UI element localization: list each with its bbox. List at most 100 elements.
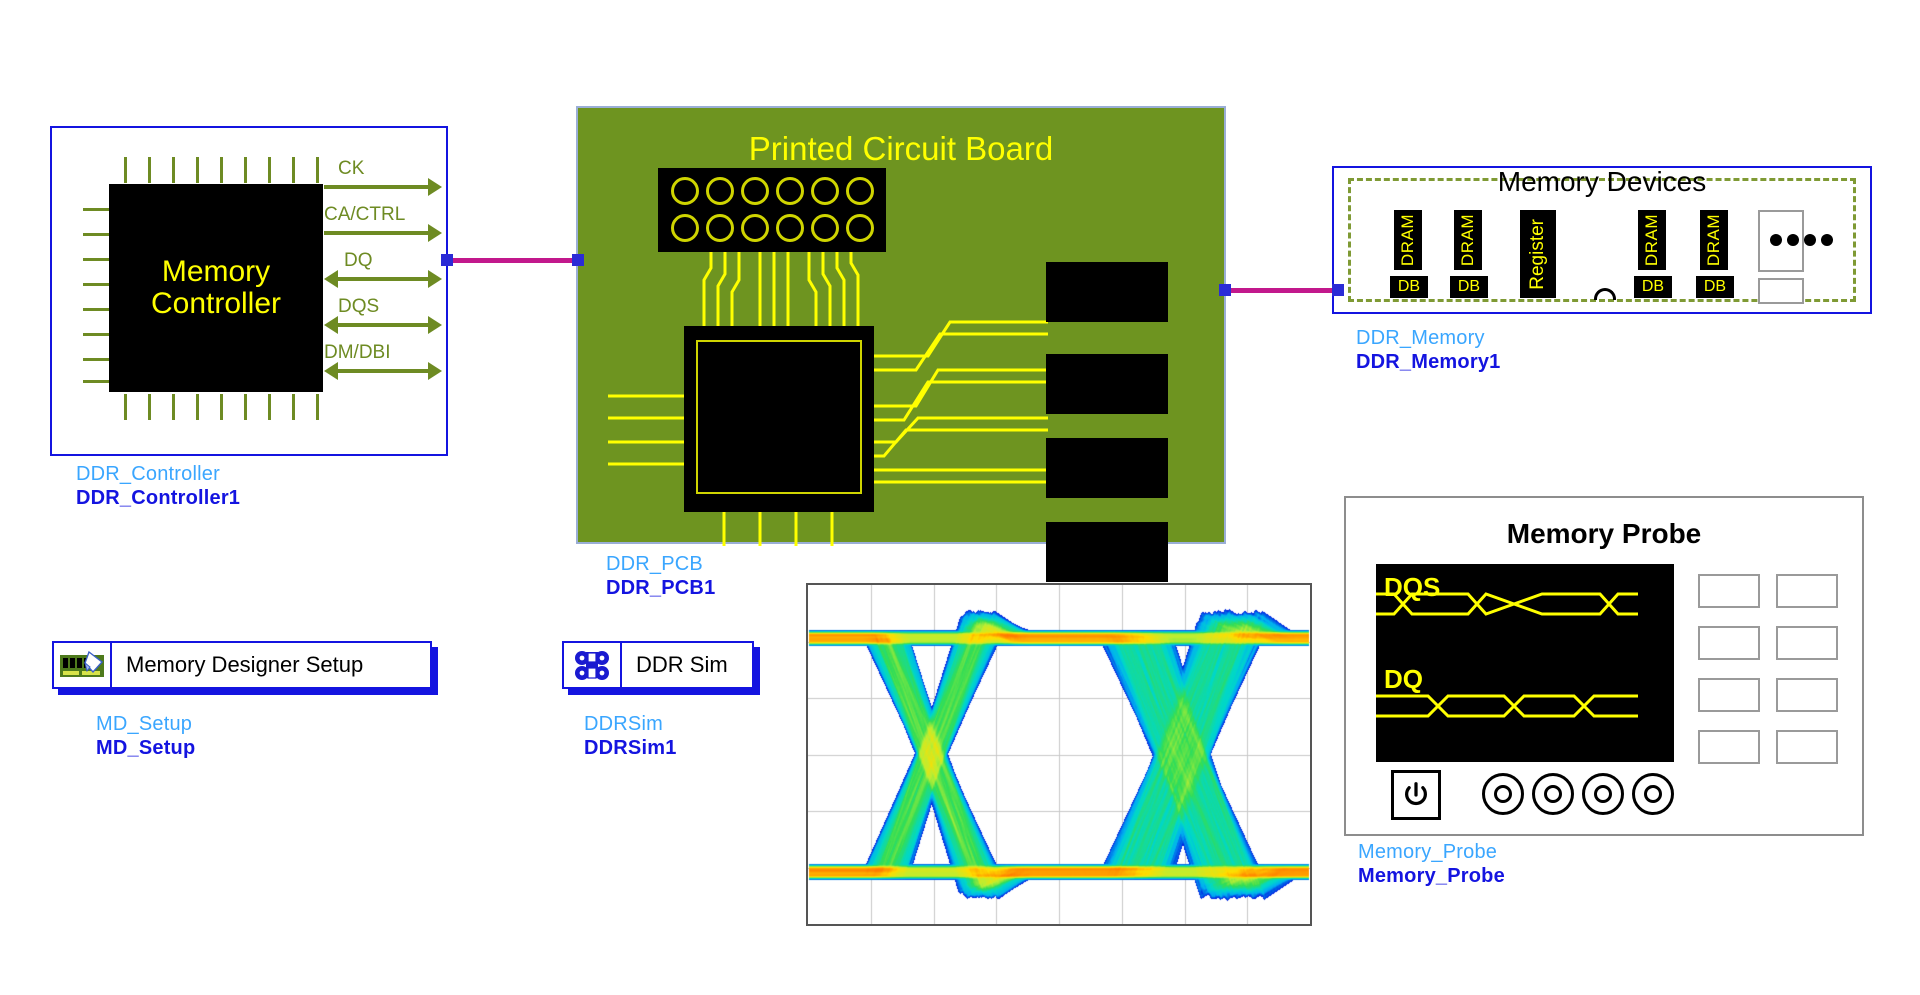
die-label-line2: Controller	[150, 287, 282, 320]
controller-pin-bottom	[148, 394, 151, 420]
net-node[interactable]	[1219, 284, 1231, 296]
probe-button[interactable]	[1776, 626, 1838, 660]
setup-type-label: MD_Setup	[96, 713, 193, 735]
net-controller-to-pcb[interactable]	[447, 258, 579, 263]
dram-package: DRAM	[1454, 210, 1482, 270]
placeholder-device-sub	[1758, 278, 1804, 304]
dram-package: DRAM	[1394, 210, 1422, 270]
signal-label: CK	[338, 158, 365, 179]
power-icon	[1405, 782, 1427, 806]
controller-pin-top	[196, 157, 199, 183]
waveform-traces	[1376, 592, 1638, 718]
ddr-pcb-symbol[interactable]: Printed Circuit Board	[576, 106, 1226, 582]
net-node[interactable]	[441, 254, 453, 266]
eye-diagram-canvas	[808, 585, 1310, 924]
db-package: DB	[1634, 276, 1672, 298]
pcb-via	[776, 214, 804, 242]
probe-knob[interactable]	[1482, 773, 1524, 815]
pcb-type-label: DDR_PCB	[606, 553, 703, 575]
controller-pin-left	[83, 380, 109, 383]
probe-button[interactable]	[1698, 574, 1760, 608]
dram-label: DRAM	[1704, 213, 1723, 267]
pcb-title: Printed Circuit Board	[748, 130, 1054, 167]
register-label: Register	[1527, 218, 1548, 290]
signal-label: DQ	[344, 250, 373, 271]
memory-probe-symbol[interactable]: Memory Probe DQS DQ	[1344, 496, 1864, 836]
net-pcb-to-memory[interactable]	[1225, 288, 1339, 293]
db-label: DB	[1641, 278, 1665, 295]
probe-button[interactable]	[1776, 574, 1838, 608]
pcb-via	[811, 177, 839, 205]
controller-pin-top	[292, 157, 295, 183]
ddr-controller-labels: DDR_Controller DDR_Controller1	[76, 462, 240, 511]
gear-cluster-icon	[564, 643, 622, 687]
controller-pin-top	[148, 157, 151, 183]
controller-pin-bottom	[268, 394, 271, 420]
dram-label: DRAM	[1642, 213, 1661, 267]
controller-pin-top	[316, 157, 319, 183]
arrow-head-right	[428, 178, 442, 196]
probe-knob[interactable]	[1632, 773, 1674, 815]
net-node[interactable]	[1332, 284, 1344, 296]
controller-pin-left	[83, 283, 109, 286]
dram-label: DRAM	[1458, 213, 1477, 267]
memory-devices-outline	[1348, 178, 1856, 302]
power-button[interactable]	[1391, 770, 1441, 820]
memory-type-label: DDR_Memory	[1356, 327, 1485, 349]
controller-pin-bottom	[292, 394, 295, 420]
net-node[interactable]	[572, 254, 584, 266]
controller-instance-label: DDR_Controller1	[76, 487, 241, 510]
probe-knob[interactable]	[1582, 773, 1624, 815]
setup-instance-label: MD_Setup	[96, 737, 196, 760]
db-package: DB	[1390, 276, 1428, 298]
arrow-head-right	[428, 270, 442, 288]
dimm-module-icon	[54, 643, 112, 687]
ddr-pcb-labels: DDR_PCB DDR_PCB1	[606, 552, 715, 601]
signal-dq: DQ	[324, 250, 442, 292]
probe-button[interactable]	[1698, 678, 1760, 712]
pcb-via	[741, 177, 769, 205]
probe-button[interactable]	[1698, 626, 1760, 660]
probe-type-label: Memory_Probe	[1358, 841, 1498, 863]
signal-label: CA/CTRL	[324, 204, 406, 225]
pcb-via	[706, 177, 734, 205]
controller-pin-left	[83, 208, 109, 211]
signal-ca-ctrl: CA/CTRL	[324, 204, 442, 246]
controller-pin-bottom	[196, 394, 199, 420]
db-label: DB	[1457, 278, 1481, 295]
controller-pin-left	[83, 358, 109, 361]
ddr-sim-button[interactable]: DDR Sim	[562, 641, 754, 689]
arrow-head-left	[324, 316, 338, 334]
probe-button[interactable]	[1776, 678, 1838, 712]
ddr-sim-labels: DDRSim DDRSim1	[584, 712, 677, 761]
memory-probe-title: Memory Probe	[1506, 518, 1702, 549]
controller-pin-bottom	[244, 394, 247, 420]
arrow-head-right	[428, 316, 442, 334]
controller-pin-top	[268, 157, 271, 183]
db-label: DB	[1397, 278, 1421, 295]
pcb-pad	[1046, 262, 1168, 322]
ddr-controller-symbol[interactable]: Memory Controller CK CA/CTRL DQ	[50, 126, 448, 456]
controller-pin-top	[244, 157, 247, 183]
probe-knob[interactable]	[1532, 773, 1574, 815]
probe-button[interactable]	[1776, 730, 1838, 764]
dram-label: DRAM	[1398, 213, 1417, 267]
pcb-via	[706, 214, 734, 242]
controller-type-label: DDR_Controller	[76, 463, 220, 485]
controller-pin-left	[83, 333, 109, 336]
controller-pin-bottom	[316, 394, 319, 420]
ddr-memory-symbol[interactable]: Memory Devices DRAM DB DRAM DB Register …	[1332, 166, 1872, 314]
signal-dqs: DQS	[324, 296, 442, 338]
arrow-head-left	[324, 362, 338, 380]
eye-diagram-plot[interactable]	[806, 583, 1312, 926]
pcb-pad	[1046, 438, 1168, 498]
signal-label: DQS	[338, 296, 380, 317]
pcb-chip-die	[696, 340, 862, 494]
probe-button[interactable]	[1698, 730, 1760, 764]
controller-pin-left	[83, 258, 109, 261]
controller-pin-top	[124, 157, 127, 183]
jumper-icon	[1594, 288, 1616, 300]
pcb-via	[671, 177, 699, 205]
memory-designer-setup-button[interactable]: Memory Designer Setup	[52, 641, 432, 689]
pcb-via	[776, 177, 804, 205]
